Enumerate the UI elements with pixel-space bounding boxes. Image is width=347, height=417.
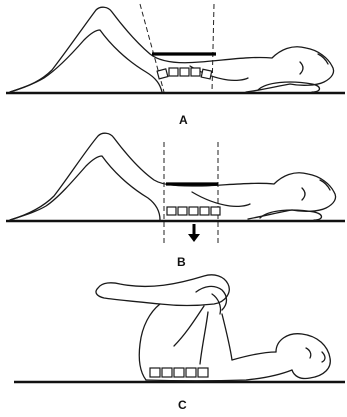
panel-b-down-arrow-icon (188, 224, 200, 242)
panel-b-vertebrae (167, 207, 220, 215)
panel-a-vertebrae (157, 68, 212, 79)
panel-c-vertebrae (150, 368, 208, 377)
panel-a-label: A (179, 113, 188, 127)
panel-a-guide-right (212, 4, 214, 92)
panel-c-figure (14, 275, 345, 382)
panel-b-figure (6, 133, 345, 244)
panel-b-label: B (177, 255, 186, 269)
panel-c-label: C (178, 398, 187, 412)
panel-a-figure (6, 4, 345, 93)
